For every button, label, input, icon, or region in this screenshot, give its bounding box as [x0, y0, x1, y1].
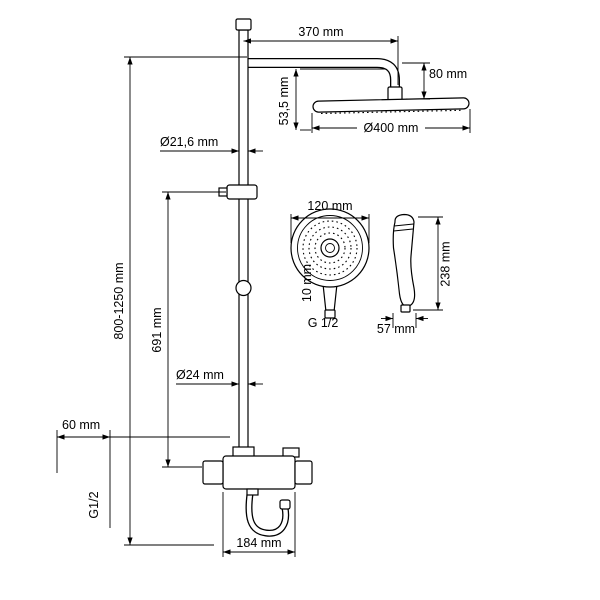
- hand-shower-side-face-line: [393, 223, 414, 227]
- hand-shower-side-body: [392, 213, 416, 307]
- hose-ring: [235, 279, 252, 297]
- shower-arm-outline: [243, 58, 400, 92]
- hand-shower-handle: [322, 283, 338, 313]
- hose-elbow: [279, 499, 291, 510]
- mixer-body: [222, 455, 296, 490]
- dim-label-head-drop: 80 mm: [429, 67, 467, 81]
- dim-hand-shower-head-width: 57 mm: [377, 313, 428, 336]
- dim-total-height: 800-1250 mm: [112, 56, 247, 546]
- shower-hose-fill: [246, 493, 288, 536]
- riser-pipe: [238, 29, 249, 458]
- dim-label-overall-width: 370 mm: [298, 25, 343, 39]
- dim-lower-pipe-diameter: Ø24 mm: [176, 368, 263, 387]
- hand-shower-front-group: [290, 208, 370, 319]
- dim-hand-shower-thread: G 1/2: [308, 316, 339, 330]
- dim-label-total-height: 800-1250 mm: [112, 262, 126, 339]
- dim-inlet-offset: 60 mm: [56, 418, 230, 528]
- dim-label-hand-shower-face-diameter: 120 mm: [307, 199, 352, 213]
- dim-label-inlet-offset: 60 mm: [62, 418, 100, 432]
- hand-shower-center-dot: [325, 243, 335, 253]
- hand-shower-side-face-line-2: [393, 228, 413, 232]
- dim-label-head-assembly-height: 53,5 mm: [277, 77, 291, 126]
- hand-shower-connector: [324, 309, 336, 319]
- dim-label-hand-shower-length: 238 mm: [439, 241, 453, 286]
- dim-label-inlet-thread: G1/2: [87, 491, 101, 518]
- dim-overall-width: 370 mm: [243, 25, 399, 85]
- dim-label-lower-pipe-diameter: Ø24 mm: [176, 368, 224, 382]
- label-background: [357, 120, 425, 135]
- dim-label-head-diameter: Ø400 mm: [364, 121, 419, 135]
- rain-head-nozzle-line: [320, 109, 463, 115]
- dim-hand-shower-neck: 10 mm: [300, 264, 314, 302]
- dim-head-drop: 80 mm: [402, 62, 467, 100]
- dim-hand-shower-face-diameter: 120 mm: [290, 199, 370, 243]
- dim-inlet-thread: G1/2: [87, 491, 101, 518]
- shower-arm-fill: [243, 59, 399, 92]
- nozzle-ring-1: [302, 220, 358, 276]
- mixer-left-knob: [202, 460, 224, 485]
- dim-column-pipe-diameter: Ø21,6 mm: [160, 135, 263, 154]
- dim-label-column-pipe-diameter: Ø21,6 mm: [160, 135, 218, 149]
- hand-shower-side-group: [392, 213, 416, 313]
- riser-top-cap: [235, 18, 252, 31]
- rain-shower-head: [312, 97, 470, 113]
- slider-bracket: [226, 184, 258, 200]
- mixer-outlet: [246, 488, 259, 496]
- mixer-group: [202, 446, 313, 537]
- dim-hand-shower-length: 238 mm: [413, 216, 453, 311]
- shower-column-group: [218, 18, 470, 458]
- nozzle-ring-2: [308, 226, 352, 270]
- dim-head-assembly-height: 53,5 mm: [277, 68, 386, 131]
- mixer-right-knob: [294, 460, 313, 485]
- hand-shower-center-button: [320, 238, 340, 258]
- dim-label-bracket-to-mixer-height: 691 mm: [150, 307, 164, 352]
- dim-label-hand-shower-thread: G 1/2: [308, 316, 339, 330]
- dim-label-hand-shower-head-width: 57 mm: [377, 322, 415, 336]
- hand-shower-side-connector: [400, 304, 411, 313]
- dim-label-mixer-width: 184 mm: [236, 536, 281, 550]
- dim-head-diameter: Ø400 mm: [311, 109, 471, 135]
- dim-bracket-to-mixer-height: 691 mm: [150, 191, 226, 468]
- dim-mixer-width: 184 mm: [222, 492, 296, 557]
- dim-label-hand-shower-neck: 10 mm: [300, 264, 314, 302]
- nozzle-ring-3: [314, 232, 346, 264]
